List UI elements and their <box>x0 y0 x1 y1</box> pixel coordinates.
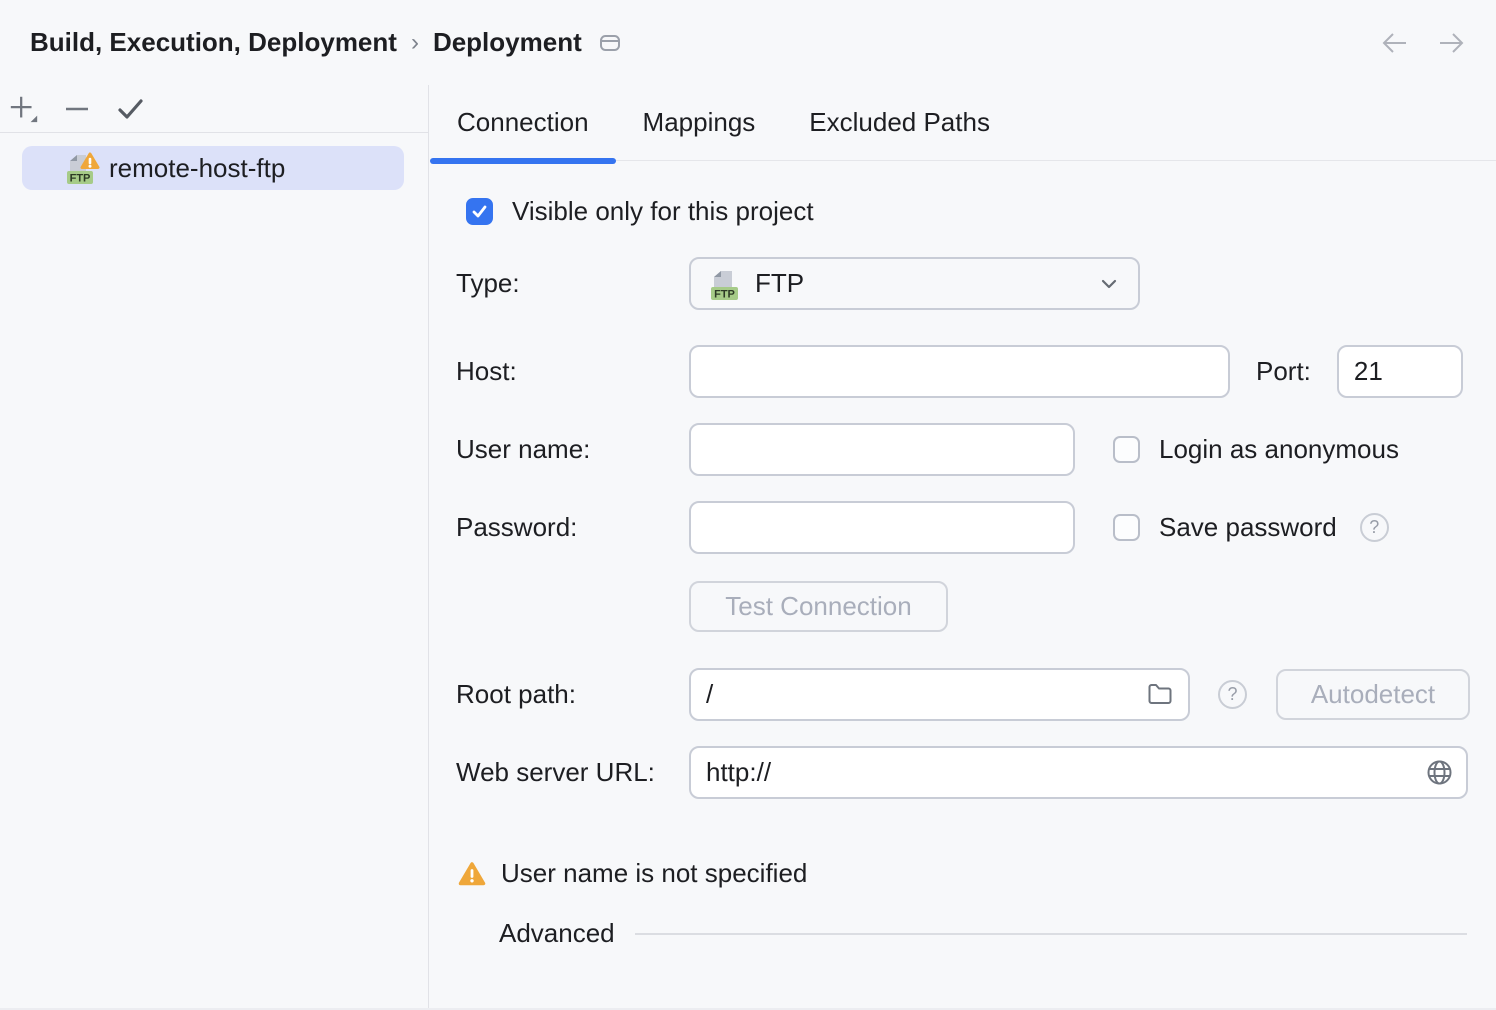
remove-server-icon[interactable] <box>61 92 93 126</box>
tab-bar: Connection Mappings Excluded Paths <box>430 85 1496 164</box>
visible-only-checkbox[interactable] <box>466 198 493 225</box>
page-title: Deployment <box>432 27 582 57</box>
advanced-section-toggle[interactable]: Advanced <box>464 918 1496 949</box>
breadcrumb: Build, Execution, Deployment › Deploymen… <box>0 0 1496 85</box>
save-password-label: Save password <box>1159 512 1337 542</box>
warning-triangle-icon <box>458 861 486 887</box>
chevron-down-icon <box>1096 271 1122 297</box>
web-server-url-label: Web server URL: <box>456 757 655 787</box>
forward-arrow-icon[interactable] <box>1436 28 1466 58</box>
advanced-divider <box>634 932 1467 935</box>
host-label: Host: <box>456 356 517 386</box>
password-input[interactable] <box>689 501 1075 554</box>
type-select[interactable]: FTP FTP <box>689 257 1140 310</box>
port-label: Port: <box>1256 356 1311 386</box>
svg-text:FTP: FTP <box>714 288 735 300</box>
root-path-label: Root path: <box>456 679 576 709</box>
host-input[interactable] <box>689 345 1230 398</box>
save-password-checkbox[interactable] <box>1113 514 1140 541</box>
breadcrumb-section[interactable]: Build, Execution, Deployment <box>30 27 397 57</box>
deployment-settings: Connection Mappings Excluded Paths Visib… <box>429 85 1496 1008</box>
add-server-icon[interactable] <box>8 92 40 126</box>
ftp-file-icon: FTP <box>708 266 742 302</box>
tab-excluded-paths[interactable]: Excluded Paths <box>809 107 990 137</box>
anonymous-label: Login as anonymous <box>1159 434 1399 464</box>
server-list-panel: FTP remote-host-ftp <box>0 85 429 1008</box>
svg-text:FTP: FTP <box>70 173 91 185</box>
tab-connection[interactable]: Connection <box>430 85 616 164</box>
window-icon[interactable] <box>598 32 622 54</box>
folder-icon[interactable] <box>1146 681 1174 707</box>
globe-icon[interactable] <box>1425 758 1454 787</box>
visible-only-label: Visible only for this project <box>512 196 814 226</box>
tab-mappings[interactable]: Mappings <box>642 107 756 137</box>
port-input[interactable] <box>1336 345 1463 398</box>
web-server-url-input[interactable] <box>689 746 1468 799</box>
type-value: FTP <box>755 268 805 298</box>
root-path-help-icon[interactable]: ? <box>1218 680 1247 709</box>
server-list-toolbar <box>0 85 428 133</box>
save-password-help-icon[interactable]: ? <box>1359 513 1389 542</box>
root-path-input[interactable] <box>689 668 1190 721</box>
username-input[interactable] <box>689 423 1075 476</box>
breadcrumb-separator: › <box>410 28 419 56</box>
anonymous-checkbox[interactable] <box>1113 436 1140 463</box>
chevron-right-icon <box>464 924 482 944</box>
history-nav <box>1380 28 1466 58</box>
check-icon <box>472 205 487 218</box>
server-item-label: remote-host-ftp <box>109 152 286 183</box>
use-as-default-check-icon[interactable] <box>114 92 146 126</box>
type-label: Type: <box>456 268 520 298</box>
server-list-item[interactable]: FTP remote-host-ftp <box>22 146 404 190</box>
username-label: User name: <box>456 434 591 464</box>
back-arrow-icon[interactable] <box>1380 28 1410 58</box>
password-label: Password: <box>456 512 578 542</box>
warning-text: User name is not specified <box>501 858 808 888</box>
ftp-file-warning-icon: FTP <box>64 150 100 186</box>
autodetect-button[interactable]: Autodetect <box>1276 669 1470 720</box>
test-connection-button[interactable]: Test Connection <box>689 581 948 632</box>
advanced-label: Advanced <box>499 918 615 948</box>
